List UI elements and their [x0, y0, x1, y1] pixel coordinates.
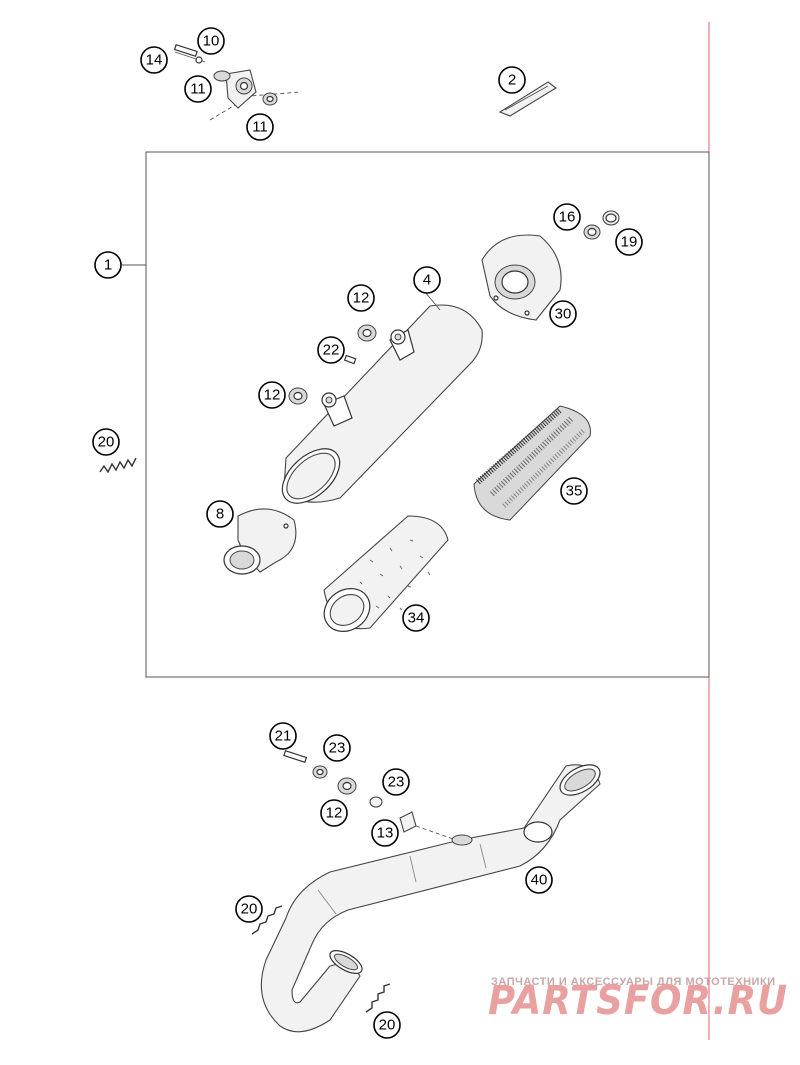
callout-22-label: 22 [323, 342, 340, 359]
callout-2: 2 [498, 66, 526, 94]
watermark-caption: ЗАПЧАСТИ И АКСЕССУАРЫ ДЛЯ МОТОТЕХНИКИ [491, 976, 776, 988]
packing-mesh [473, 405, 591, 521]
callout-16: 16 [553, 203, 581, 231]
assembly-frame [145, 151, 710, 678]
callout-11-upper: 11 [184, 75, 212, 103]
header-pipe [260, 764, 601, 1033]
callout-22: 22 [317, 336, 345, 364]
screw-22 [343, 354, 357, 365]
callout-4-label: 4 [423, 272, 431, 289]
callout-1: 1 [94, 251, 122, 279]
callout-13-label: 13 [377, 825, 394, 842]
callout-12-lower: 12 [320, 799, 348, 827]
inlet-cone [223, 508, 297, 575]
decal-part [498, 81, 557, 117]
packing-wool [323, 515, 449, 632]
callout-23-upper-label: 23 [329, 740, 346, 757]
callout-10: 10 [197, 27, 225, 55]
lower-hardware [283, 749, 457, 841]
end-cap [481, 234, 562, 321]
callout-20-left-label: 20 [98, 434, 115, 451]
callout-23-lower-label: 23 [388, 774, 405, 791]
ring-19 [602, 210, 620, 226]
callout-12-upper: 12 [347, 284, 375, 312]
callout-11-lower: 11 [246, 113, 274, 141]
callout-1-label: 1 [104, 257, 112, 274]
callout-8: 8 [206, 500, 234, 528]
callout-13: 13 [371, 819, 399, 847]
callout-40-label: 40 [531, 872, 548, 889]
callout-20-left: 20 [92, 428, 120, 456]
callout-20-lower-left: 20 [235, 895, 263, 923]
callout-23-lower: 23 [382, 768, 410, 796]
watermark: ЗАПЧАСТИ И АКСЕССУАРЫ ДЛЯ МОТОТЕХНИКИ PA… [488, 976, 788, 1024]
callout-14: 14 [140, 46, 168, 74]
spring-left [99, 457, 137, 474]
callout-14-label: 14 [146, 52, 163, 69]
watermark-logo: PARTSFOR.RU [488, 978, 788, 1024]
callout-12-middle: 12 [258, 381, 286, 409]
silencer-body [281, 291, 483, 504]
callout-16-label: 16 [559, 209, 576, 226]
callout-35-label: 35 [566, 483, 583, 500]
callout-30: 30 [549, 300, 577, 328]
callout-34: 34 [402, 604, 430, 632]
callout-30-label: 30 [555, 306, 572, 323]
ring-16 [583, 224, 601, 240]
callout-34-label: 34 [408, 610, 425, 627]
callout-12-upper-label: 12 [353, 290, 370, 307]
callout-40: 40 [525, 866, 553, 894]
callout-20-lower-left-label: 20 [241, 901, 258, 918]
bracket-group [173, 43, 301, 121]
callout-35: 35 [560, 477, 588, 505]
spring-lower-right [365, 983, 391, 1013]
callout-23-upper: 23 [323, 734, 351, 762]
callout-8-label: 8 [216, 506, 224, 523]
callout-10-label: 10 [203, 33, 220, 50]
callout-12-middle-label: 12 [264, 387, 281, 404]
callout-20-lower-right-label: 20 [379, 1017, 396, 1034]
callout-11-upper-label: 11 [190, 81, 206, 98]
callout-11-lower-label: 11 [252, 119, 268, 136]
grommet-upper [357, 324, 377, 342]
callout-19: 19 [615, 228, 643, 256]
spring-lower-left [251, 905, 283, 935]
callout-4: 4 [413, 266, 441, 294]
callout-21: 21 [269, 722, 297, 750]
callout-21-label: 21 [275, 728, 292, 745]
callout-2-label: 2 [508, 72, 516, 89]
callout-12-lower-label: 12 [326, 805, 343, 822]
grommet-lower [288, 387, 308, 405]
callout-20-lower-right: 20 [373, 1011, 401, 1039]
callout-19-label: 19 [621, 234, 638, 251]
